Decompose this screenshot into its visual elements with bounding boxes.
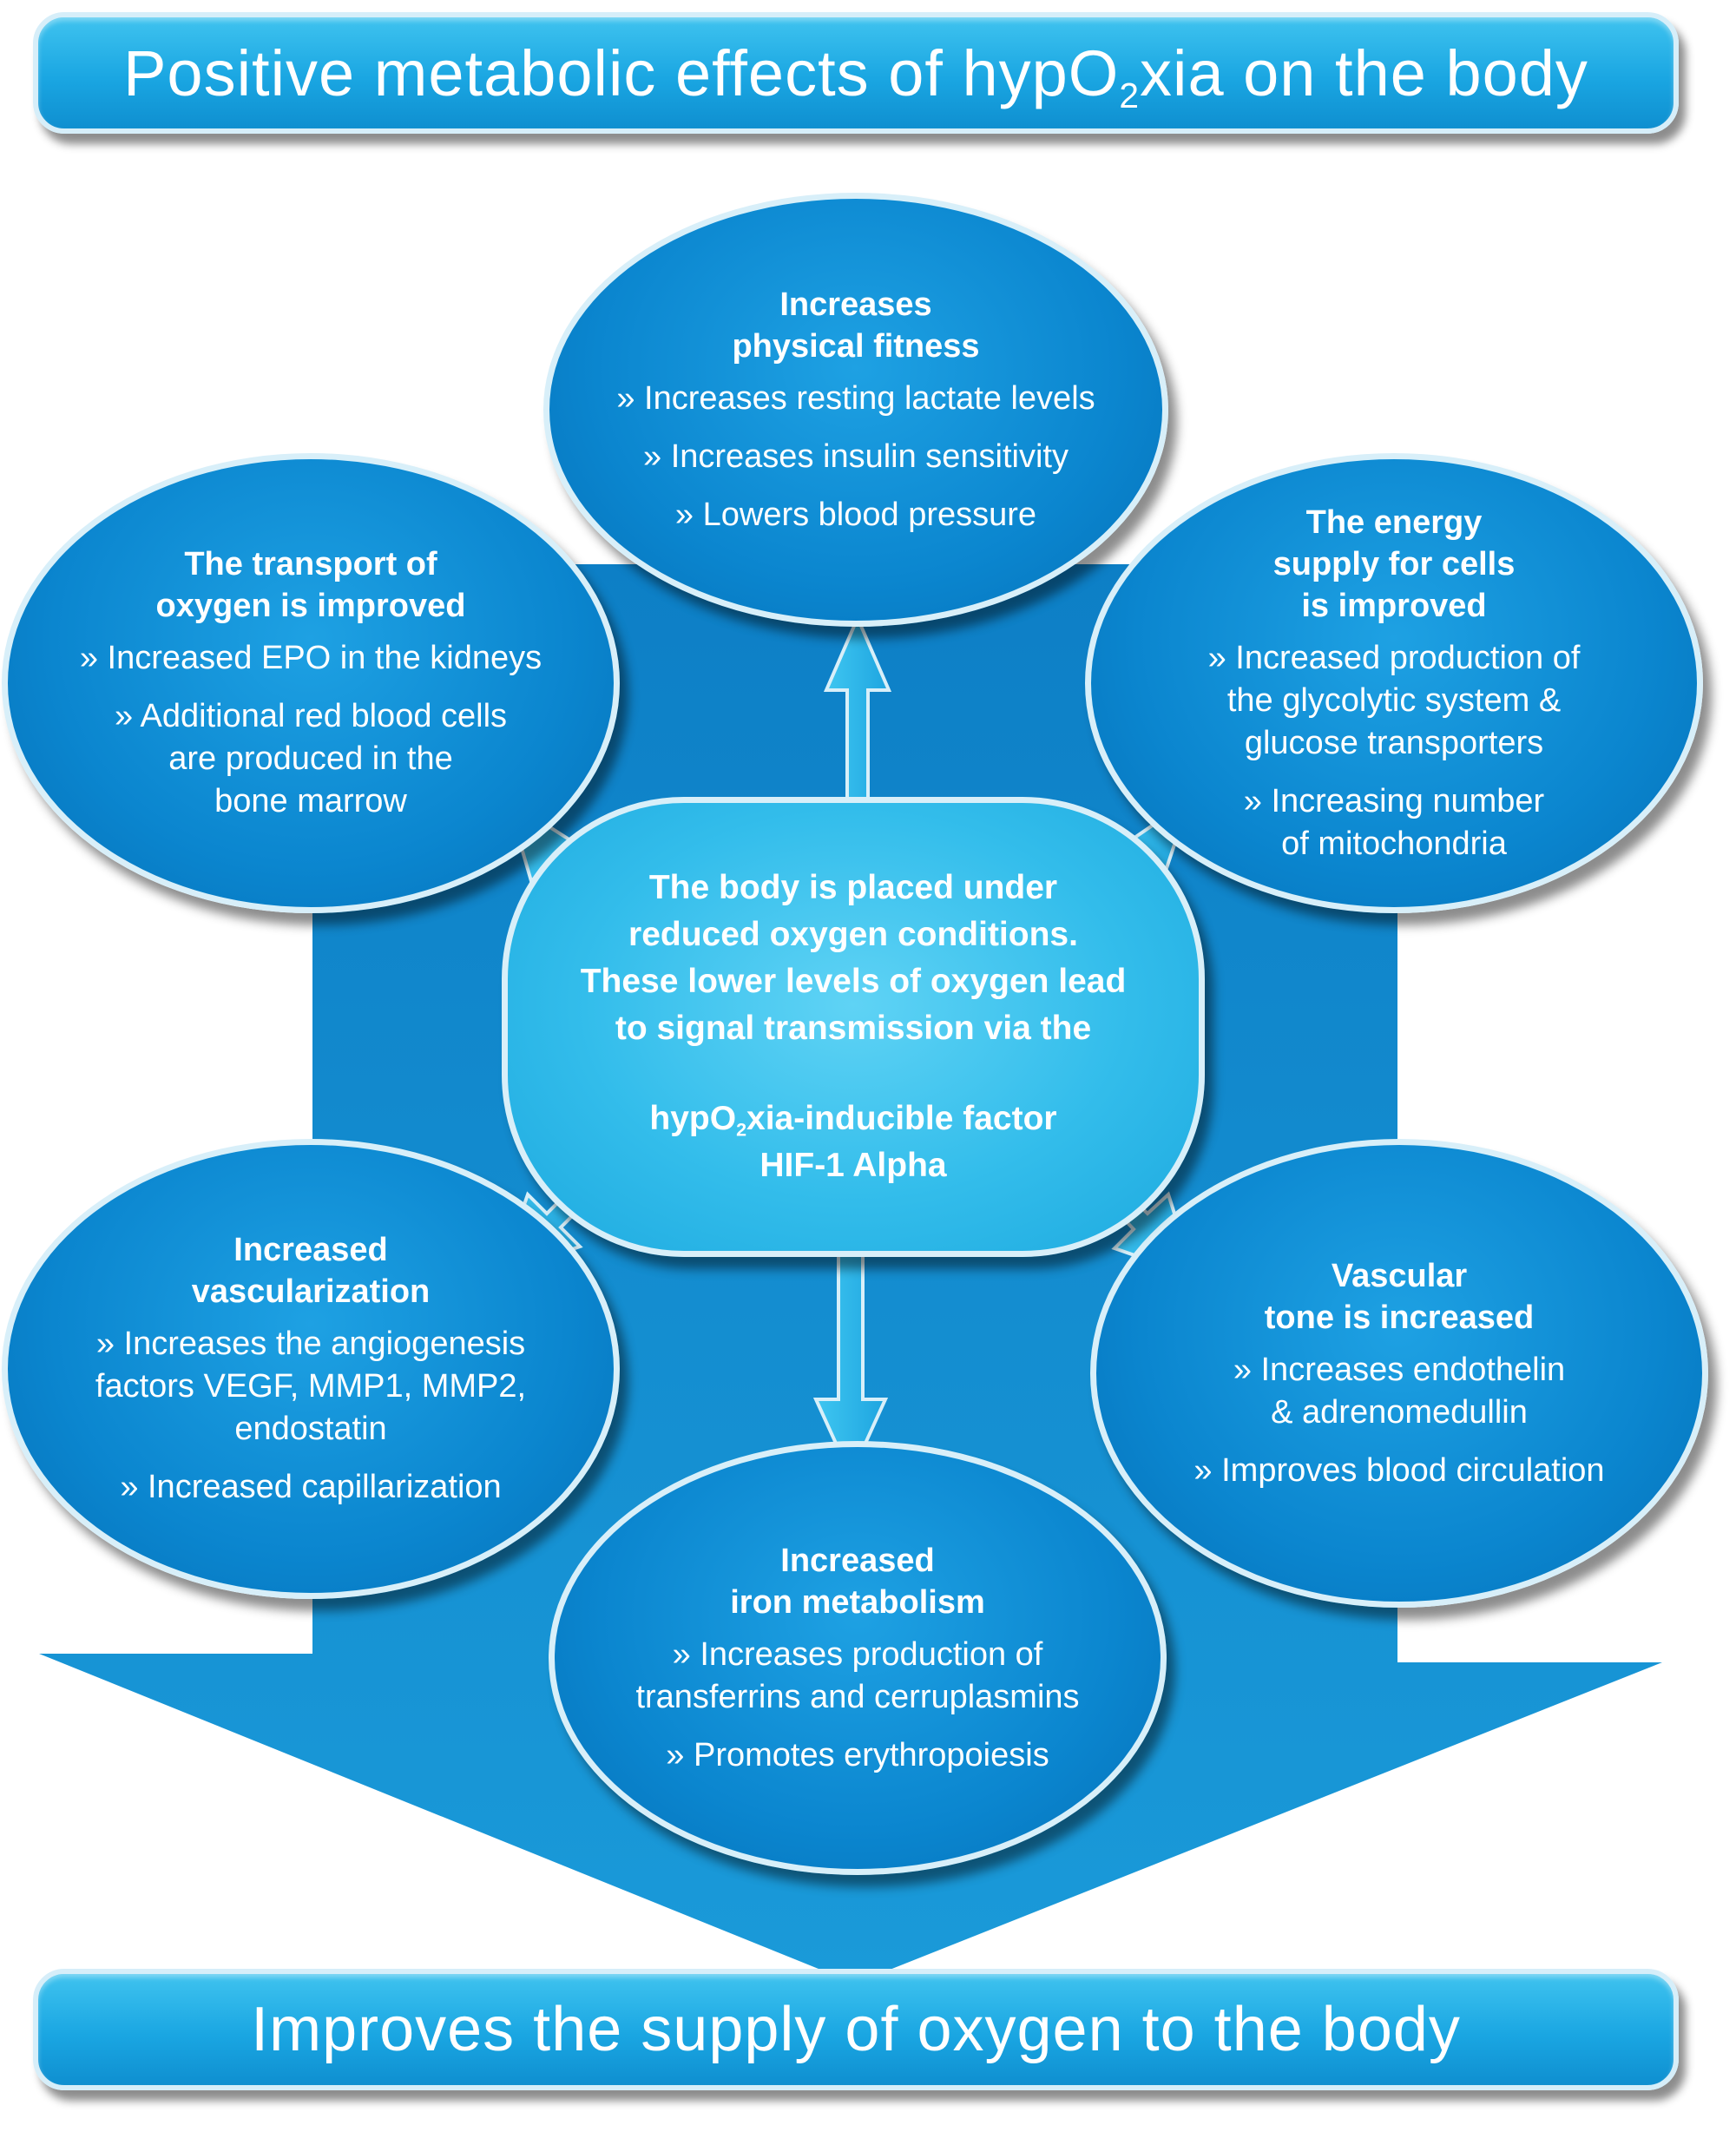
node-physical-fitness: Increases physical fitness » Increases r… xyxy=(543,193,1168,627)
node-item: » Increasing number of mitochondria xyxy=(1243,782,1545,862)
node-item: » Improves blood circulation xyxy=(1194,1451,1605,1489)
title-banner: Positive metabolic effects of hypO2xia o… xyxy=(33,12,1679,134)
node-title: Increased iron metabolism xyxy=(730,1542,985,1621)
footer-text: Improves the supply of oxygen to the bod… xyxy=(251,1995,1461,2064)
node-item: » Increases the angiogenesis factors VEG… xyxy=(95,1326,527,1447)
node-title: The energy supply for cells is improved xyxy=(1272,503,1516,624)
center-text: The body is placed under reduced oxygen … xyxy=(580,869,1127,1047)
node-item: » Increased capillarization xyxy=(120,1469,502,1505)
node-item: » Promotes erythropoiesis xyxy=(666,1736,1049,1773)
node-item: » Increases production of transferrins a… xyxy=(635,1635,1080,1715)
node-energy-supply: The energy supply for cells is improved … xyxy=(1085,453,1703,913)
node-title: Vascular tone is increased xyxy=(1264,1257,1535,1336)
title-text: Positive metabolic effects of hypO2xia o… xyxy=(123,36,1588,115)
node-item: » Increased EPO in the kidneys xyxy=(79,640,542,676)
node-item: » Additional red blood cells are produce… xyxy=(114,698,508,819)
node-title: Increased vascularization xyxy=(191,1232,431,1310)
node-item: » Lowers blood pressure xyxy=(674,496,1037,533)
center-factor-line: hypO2xia-inducible factor xyxy=(649,1100,1057,1141)
node-vascularization: Increased vascularization » Increases th… xyxy=(2,1139,620,1599)
node-title: The transport of oxygen is improved xyxy=(155,546,466,624)
node-item: » Increases insulin sensitivity xyxy=(643,438,1069,475)
center-hypoxia-node: The body is placed under reduced oxygen … xyxy=(502,797,1205,1257)
node-title: Increases physical fitness xyxy=(732,286,980,365)
node-iron-metabolism: Increased iron metabolism » Increases pr… xyxy=(549,1441,1167,1875)
node-item: » Increased production of the glycolytic… xyxy=(1207,639,1581,761)
footer-banner: Improves the supply of oxygen to the bod… xyxy=(33,1969,1679,2090)
node-vascular-tone: Vascular tone is increased » Increases e… xyxy=(1090,1139,1708,1608)
center-factor-name: HIF-1 Alpha xyxy=(760,1147,947,1184)
node-item: » Increases endothelin & adrenomedullin xyxy=(1233,1351,1566,1431)
node-oxygen-transport: The transport of oxygen is improved » In… xyxy=(2,453,620,913)
node-item: » Increases resting lactate levels xyxy=(616,379,1095,417)
